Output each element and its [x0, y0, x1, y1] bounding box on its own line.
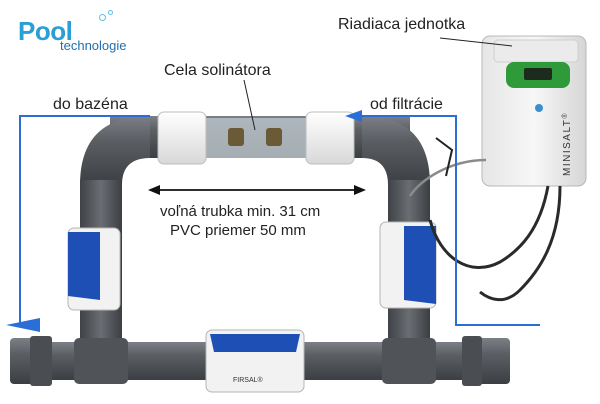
from-filtration-label: od filtrácie — [370, 96, 443, 113]
cell-right-union — [305, 111, 355, 165]
control-unit-top — [493, 39, 579, 63]
cell-left-union — [157, 111, 207, 165]
left-union-nut — [30, 336, 52, 386]
sensor-wire — [435, 137, 454, 177]
to-pool-arrow-path — [19, 115, 150, 325]
cell-label: Cela solinátora — [164, 62, 271, 79]
right-elbow — [362, 116, 430, 185]
cell-body — [200, 118, 310, 158]
brand-logo-subtitle: technologie — [60, 38, 127, 53]
right-tee — [382, 338, 436, 384]
display-screen — [524, 68, 552, 80]
right-valve-handle — [404, 226, 436, 304]
to-pool-arrowhead — [6, 318, 40, 332]
cell-callout-line — [243, 79, 256, 131]
bottom-valve-brand: FIRSAL® — [233, 376, 264, 384]
to-pool-label: do bazéna — [53, 96, 128, 113]
device-brand-label: MINISALT® — [561, 112, 573, 176]
pipe-length-label: voľná trubka min. 31 cm — [160, 203, 321, 220]
control-cable — [428, 185, 550, 269]
logo-bubble-large — [99, 14, 106, 21]
cell-terminal-right — [266, 128, 282, 146]
length-arrow-left — [148, 185, 160, 195]
bottom-valve-handle — [210, 334, 300, 352]
from-filtration-arrowhead — [345, 110, 362, 122]
control-unit-label: Riadiaca jednotka — [338, 16, 466, 33]
length-arrow-right — [354, 185, 366, 195]
left-valve-handle — [68, 232, 100, 300]
left-tee — [74, 338, 128, 384]
power-cable — [479, 185, 562, 302]
unit-callout-line — [439, 37, 513, 47]
cell-cable — [408, 158, 487, 197]
logo-bubble-small — [108, 10, 113, 15]
left-elbow — [80, 116, 150, 185]
pipe-diameter-label: PVC priemer 50 mm — [170, 222, 306, 239]
brand-logo: Pool — [18, 16, 73, 46]
from-filtration-arrow-path — [360, 115, 540, 326]
right-union-nut — [462, 336, 482, 386]
status-led — [535, 104, 543, 112]
cell-terminal-left — [228, 128, 244, 146]
